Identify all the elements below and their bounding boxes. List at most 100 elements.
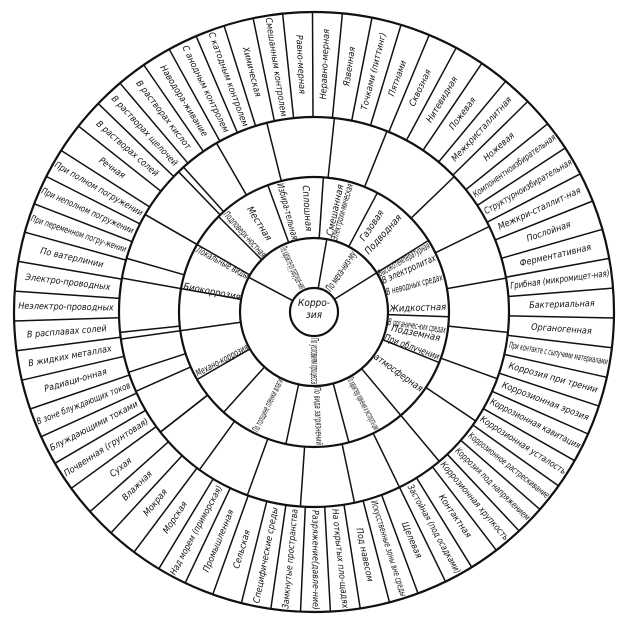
spoke-l3-10 [410,175,455,219]
spoke-outer-48 [14,317,120,322]
leaf-t16: Грибная (микромицет-ная) [510,269,610,292]
leaf-t2: Неравно-мерная [319,29,332,100]
level2-s12: Механо-коррозия [194,342,250,379]
spoke-l3-14 [440,357,498,380]
spoke-outer-12 [486,173,581,223]
level2-s10: По вида загрязнений [311,387,324,446]
spoke-l3-21 [198,420,236,471]
spoke-l2-9 [361,368,402,416]
spoke-l2-4 [318,177,325,239]
level1-p3: По условиям процесса [308,338,320,384]
spoke-l3-17 [372,432,401,488]
spoke-outer-45 [29,374,130,410]
spoke-l3-27 [182,166,225,213]
spoke-l2-6 [376,239,429,274]
spoke-outer-26 [431,466,497,551]
spoke-outer-52 [33,203,133,243]
spoke-l3-8 [327,118,336,178]
spoke-l2-13 [180,321,241,332]
spoke-outer-53 [46,175,141,225]
ring-5 [12,10,616,614]
leaf-t10: Ножевая [482,131,517,164]
spoke-l3-22 [159,394,209,433]
spoke-l3-7 [266,122,283,182]
spoke-outer-24 [460,439,541,510]
level2-s11: По толщине пленки влаги [251,377,286,434]
spoke-l1-0 [248,276,294,302]
spoke-outer-0 [281,13,295,119]
spoke-outer-43 [54,409,146,464]
spoke-l2-2 [217,215,263,261]
spoke-outer-3 [350,17,373,121]
ring-2 [238,236,390,388]
level2-s1: Сплошная [300,185,314,232]
spoke-outer-8 [438,80,507,163]
level2-s3: Локальные виды [193,244,250,281]
spoke-outer-31 [343,504,361,609]
spoke-outer-18 [507,334,612,349]
spoke-l3-3 [126,257,185,276]
leaf-t40: Мокрая [142,488,170,519]
spoke-outer-55 [78,125,162,192]
leaf-t14: Послойная [525,220,572,244]
level2-s18: Жидкостная [388,302,446,315]
spoke-outer-59 [168,48,221,142]
spoke-outer-22 [483,408,575,462]
ring-1 [288,286,340,338]
spoke-outer-34 [270,504,287,610]
spoke-l2-1 [180,287,242,300]
spoke-outer-4 [369,24,402,126]
spoke-outer-35 [240,501,268,604]
spoke-l3-12 [446,277,507,290]
spoke-l1-1 [317,238,328,289]
spoke-outer-32 [323,506,332,612]
spoke-l2-10 [332,383,350,443]
center-label-line2: зия [306,310,323,321]
leaf-t29: Щелевая [399,520,423,560]
leaf-t41: Влажная [121,469,155,503]
spoke-outer-56 [97,103,175,178]
spoke-outer-62 [252,18,276,122]
spoke-l2-11 [285,384,300,445]
spoke-outer-33 [299,506,307,612]
spoke-outer-50 [18,260,122,280]
spoke-outer-38 [158,478,214,570]
leaf-t54: При полном погружении [52,160,144,218]
leaf-t49: Неэлектро-проводных [18,302,114,314]
spoke-l3-1 [128,352,186,374]
spoke-l3-13 [448,325,508,334]
spoke-l3-6 [215,142,248,196]
spoke-outer-1 [311,11,314,118]
level2-s8: атмосферная [371,352,424,395]
spoke-l3-15 [425,386,477,422]
spoke-l3-24 [120,330,181,340]
spoke-outer-10 [465,123,549,191]
leaf-t1: Равно-мерная [293,35,306,95]
leaf-t34: Замкнутые пространства [281,509,300,610]
spoke-l2-3 [267,184,290,243]
spoke-l2-0 [196,348,251,381]
ring-3 [177,175,451,449]
spoke-outer-47 [16,336,121,352]
spoke-outer-16 [508,287,614,298]
spoke-outer-21 [491,390,589,435]
leaf-t58: В растворах кислот [133,79,192,152]
leaf-t15: Ферментативная [519,243,593,269]
spoke-outer-5 [388,34,430,133]
spoke-l3-5 [177,171,221,216]
leaf-t48: В расплавах солей [27,324,108,340]
spoke-outer-13 [494,200,593,241]
spoke-outer-42 [70,425,157,489]
leaf-t3: Язвенная [342,46,358,88]
spoke-l2-7 [387,313,449,318]
spoke-outer-27 [415,477,473,568]
spoke-outer-44 [40,392,138,438]
leaf-t38: Над морем (приморская) [169,484,225,577]
spoke-outer-14 [501,228,603,260]
spoke-l3-20 [246,438,269,496]
spoke-outer-17 [508,315,614,319]
spoke-outer-60 [195,35,239,133]
spoke-l1-2 [334,272,378,300]
